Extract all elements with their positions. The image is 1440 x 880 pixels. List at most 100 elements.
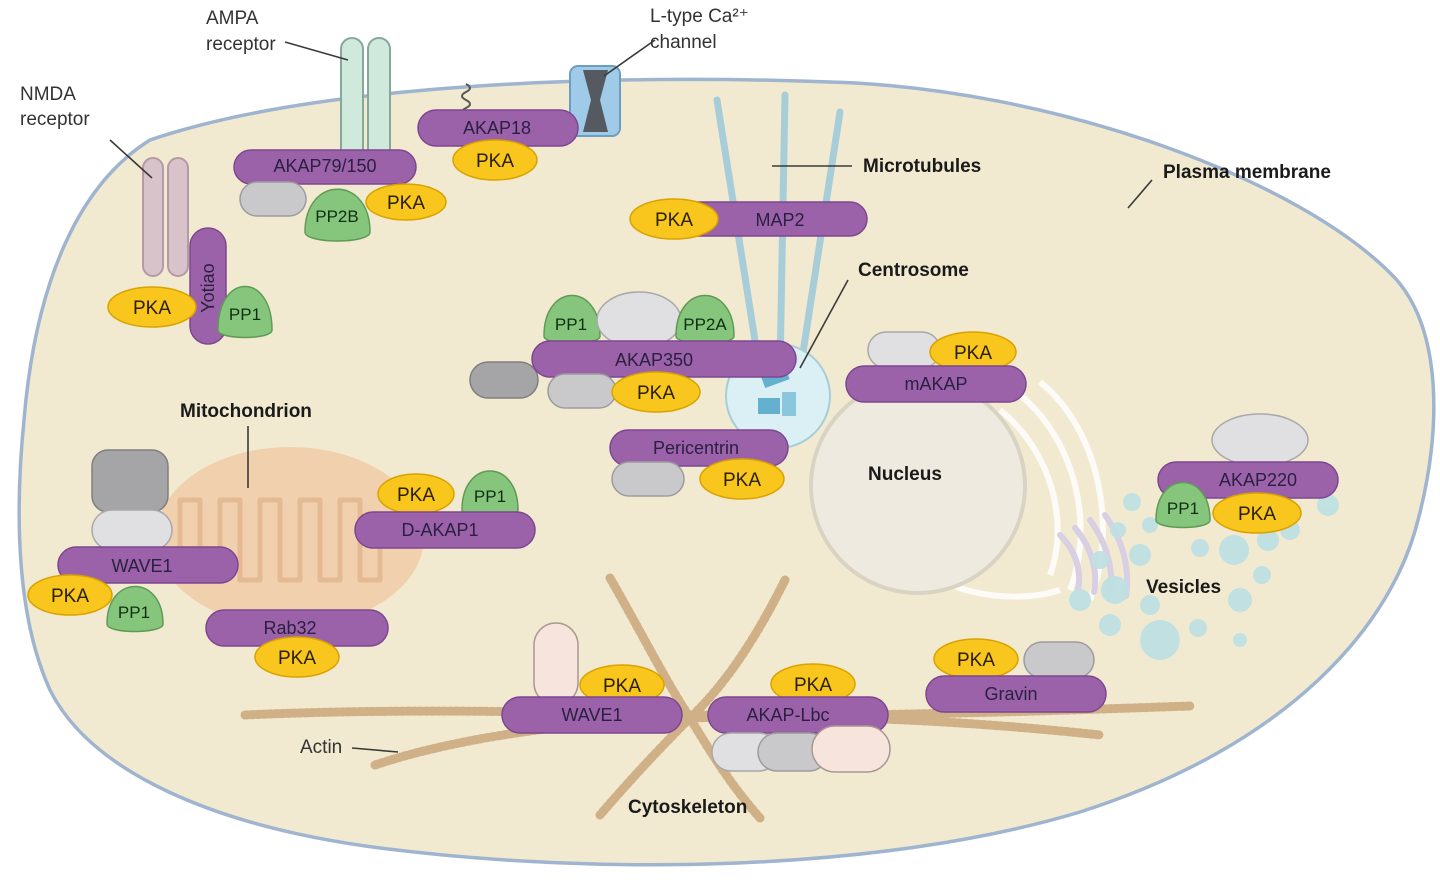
yotiao-label: Yotiao — [198, 263, 218, 312]
akap350-label: AKAP350 — [615, 350, 693, 370]
pka-label: PKA — [278, 648, 316, 669]
ampa-label-line2: receptor — [206, 34, 276, 55]
pp2a-label: PP2A — [683, 315, 727, 334]
complex-akap18: AKAP18 PKA — [417, 109, 579, 181]
d-akap1-protein — [354, 511, 536, 549]
rab32-label: Rab32 — [263, 618, 316, 638]
pka-label: PKA — [133, 298, 171, 319]
complex-rab32: Rab32 PKA — [205, 609, 389, 678]
pka-label: PKA — [723, 470, 761, 491]
wave1-bottom-label: WAVE1 — [561, 705, 622, 725]
pericentrin-label: Pericentrin — [653, 438, 739, 458]
pka-label: PKA — [957, 650, 995, 671]
grey-subunit — [867, 331, 941, 369]
grey-subunit — [1023, 641, 1095, 679]
gravin-protein — [925, 675, 1107, 713]
grey-subunit — [1211, 413, 1309, 467]
akap220-label: AKAP220 — [1219, 470, 1297, 490]
plasma-membrane-label: Plasma membrane — [1163, 162, 1331, 183]
pp2b-protein — [304, 188, 371, 242]
pka-protein — [699, 458, 785, 500]
pp1-protein — [1155, 481, 1211, 529]
ampa-label-line1: AMPA — [206, 8, 259, 29]
pp1-label: PP1 — [229, 305, 261, 324]
pka-protein — [27, 574, 113, 616]
grey-subunit — [547, 373, 617, 409]
complex-akap79: AKAP79/150 PP2B PKA — [233, 149, 447, 242]
pka-protein — [629, 198, 719, 240]
complex-akap350: PP1 PP2A AKAP350 PKA — [469, 291, 797, 413]
nucleus — [809, 377, 1027, 595]
pka-protein — [611, 371, 701, 413]
light-grey-subunit — [91, 509, 173, 551]
pericentrin-protein — [609, 429, 789, 467]
pp1-label: PP1 — [1167, 499, 1199, 518]
nmda-receptor — [142, 157, 189, 277]
akap18-label: AKAP18 — [463, 118, 531, 138]
pka-protein — [107, 286, 197, 328]
pp1-protein — [217, 285, 273, 339]
pka-label: PKA — [954, 343, 992, 364]
leader-lines — [109, 39, 1153, 753]
l-type-ca-channel — [569, 65, 621, 137]
wave1-left-protein — [57, 546, 239, 584]
microtubules-label: Microtubules — [863, 156, 981, 177]
makap-label: mAKAP — [904, 374, 967, 394]
cytoskeleton-label: Cytoskeleton — [628, 797, 747, 818]
nmda-label-line1: NMDA — [20, 84, 76, 105]
ltype-label-line2: channel — [650, 32, 717, 53]
pp1-protein — [106, 585, 164, 633]
pp1-label: PP1 — [118, 603, 150, 622]
complex-d-akap1: PKA PP1 D-AKAP1 — [354, 470, 536, 549]
complex-wave1-left: WAVE1 PKA PP1 — [27, 449, 239, 633]
makap-protein — [845, 365, 1027, 403]
vesicles — [1069, 493, 1339, 660]
akap79-label: AKAP79/150 — [273, 156, 376, 176]
pka-protein — [1212, 492, 1302, 534]
mitochondrion-label: Mitochondrion — [180, 401, 312, 422]
pka-label: PKA — [51, 586, 89, 607]
dark-grey-subunit — [469, 361, 539, 399]
wave1-left-label: WAVE1 — [111, 556, 172, 576]
pka-label: PKA — [794, 675, 832, 696]
d-akap1-label: D-AKAP1 — [401, 520, 478, 540]
pka-protein — [365, 183, 447, 221]
complex-akap-lbc: PKA AKAP-Lbc — [707, 663, 891, 773]
complex-wave1-bottom: PKA WAVE1 — [501, 622, 683, 734]
grey-subunit — [611, 461, 685, 497]
pink-subunit — [533, 622, 579, 706]
pink-subunit — [811, 725, 891, 773]
yotiao-protein — [189, 227, 227, 345]
ampa-receptor — [340, 37, 391, 169]
dark-grey-subunit — [91, 449, 169, 513]
akap79-protein — [233, 149, 417, 185]
pka-protein — [452, 139, 538, 181]
pp2b-label: PP2B — [315, 207, 358, 226]
pp1-label: PP1 — [555, 315, 587, 334]
ltype-label-line1: L-type Ca²⁺ — [650, 6, 749, 27]
complex-yotiao: Yotiao PKA PP1 — [107, 227, 273, 345]
pka-protein — [254, 636, 340, 678]
pka-label: PKA — [655, 210, 693, 231]
grey-subunit — [239, 181, 307, 217]
gravin-label: Gravin — [984, 684, 1037, 704]
nucleus-label: Nucleus — [868, 464, 942, 485]
complex-gravin: PKA Gravin — [925, 638, 1107, 713]
pka-label: PKA — [397, 485, 435, 506]
nmda-label-line2: receptor — [20, 109, 90, 130]
complex-akap220: AKAP220 PP1 PKA — [1155, 413, 1339, 534]
vesicles-label: Vesicles — [1146, 577, 1221, 598]
pka-label: PKA — [603, 676, 641, 697]
wave1-bottom-protein — [501, 696, 683, 734]
complex-pericentrin: Pericentrin PKA — [609, 429, 789, 500]
complex-map2: MAP2 PKA — [629, 198, 868, 240]
complex-makap: PKA mAKAP — [845, 331, 1027, 403]
pka-label: PKA — [637, 383, 675, 404]
grey-subunit — [596, 291, 682, 349]
pka-label: PKA — [387, 193, 425, 214]
actin-label: Actin — [300, 737, 342, 758]
pka-label: PKA — [1238, 504, 1276, 525]
map2-label: MAP2 — [755, 210, 804, 230]
